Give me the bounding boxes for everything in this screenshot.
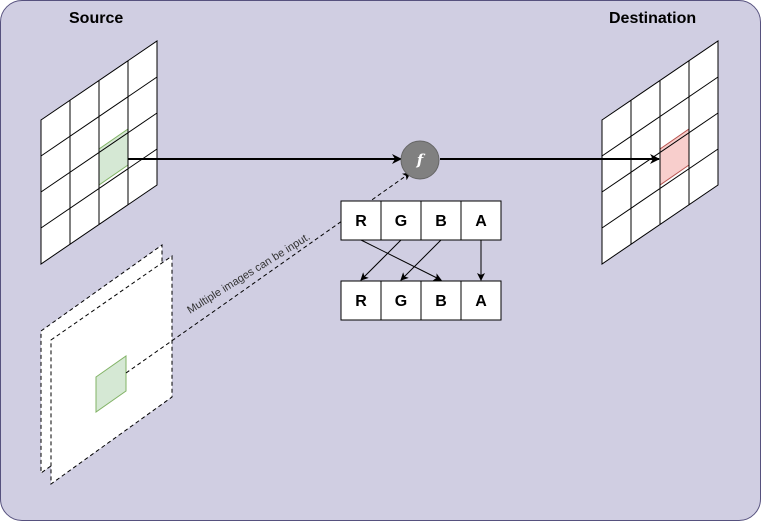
source-title: Source xyxy=(69,10,124,27)
multiple-inputs-note: Multiple images can be input. xyxy=(185,231,312,317)
source-grid xyxy=(40,40,158,265)
output-channel-g: G xyxy=(395,293,407,310)
output-channel-r: R xyxy=(355,293,367,310)
map-b-to-g-arrow xyxy=(400,239,442,281)
input-channel-a: A xyxy=(475,213,487,230)
map-r-to-b-arrow xyxy=(360,239,442,281)
destination-title: Destination xyxy=(609,10,697,27)
output-channel-a: A xyxy=(475,293,487,310)
output-channel-row: R G B A xyxy=(340,280,502,321)
output-channel-b: B xyxy=(435,293,447,310)
input-channel-g: G xyxy=(395,213,407,230)
extra-input-images xyxy=(40,244,173,485)
map-g-to-r-arrow xyxy=(360,239,402,281)
function-node: f xyxy=(400,140,440,180)
input-channel-r: R xyxy=(355,213,367,230)
destination-grid xyxy=(601,40,719,265)
extra-input-cell xyxy=(95,355,127,413)
input-channel-row: R G B A xyxy=(340,200,502,241)
input-channel-b: B xyxy=(435,213,447,230)
function-symbol: f xyxy=(416,151,426,169)
